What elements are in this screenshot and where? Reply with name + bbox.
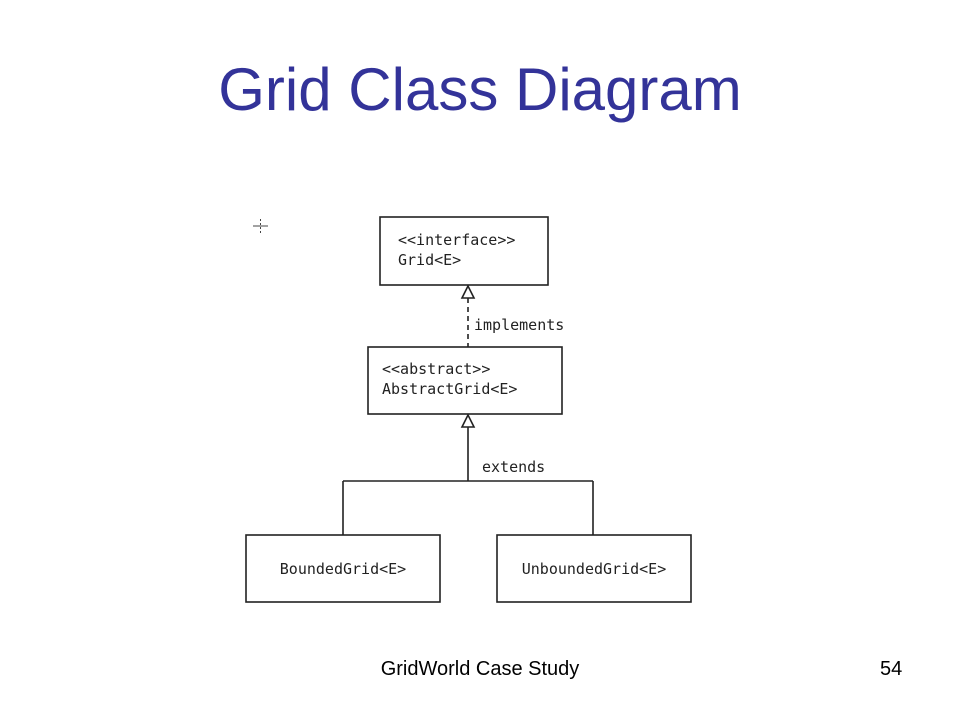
slide-footer: GridWorld Case Study xyxy=(380,658,580,680)
extends-relationship: extends xyxy=(342,413,594,535)
unbounded-grid-box: UnboundedGrid<E> xyxy=(496,534,692,603)
extends-arrowhead xyxy=(460,413,476,428)
slide-title: Grid Class Diagram xyxy=(218,56,742,123)
abstract-grid-stereotype: <<abstract>> xyxy=(382,360,490,378)
abstract-grid-name: AbstractGrid<E> xyxy=(382,380,517,398)
unbounded-grid-name: UnboundedGrid<E> xyxy=(522,560,667,578)
page-number: 54 xyxy=(880,658,903,680)
implements-label: implements xyxy=(474,316,564,334)
implements-arrowhead xyxy=(460,284,476,299)
grid-interface-box: <<interface>> Grid<E> xyxy=(379,216,549,286)
extends-label: extends xyxy=(482,458,545,476)
bounded-grid-box: BoundedGrid<E> xyxy=(245,534,441,603)
abstract-grid-box: <<abstract>> AbstractGrid<E> xyxy=(367,346,563,415)
implements-relationship: implements xyxy=(460,284,564,347)
bounded-grid-name: BoundedGrid<E> xyxy=(280,560,406,578)
cursor-icon xyxy=(253,219,268,233)
grid-stereotype: <<interface>> xyxy=(398,231,515,249)
grid-name: Grid<E> xyxy=(398,251,461,269)
